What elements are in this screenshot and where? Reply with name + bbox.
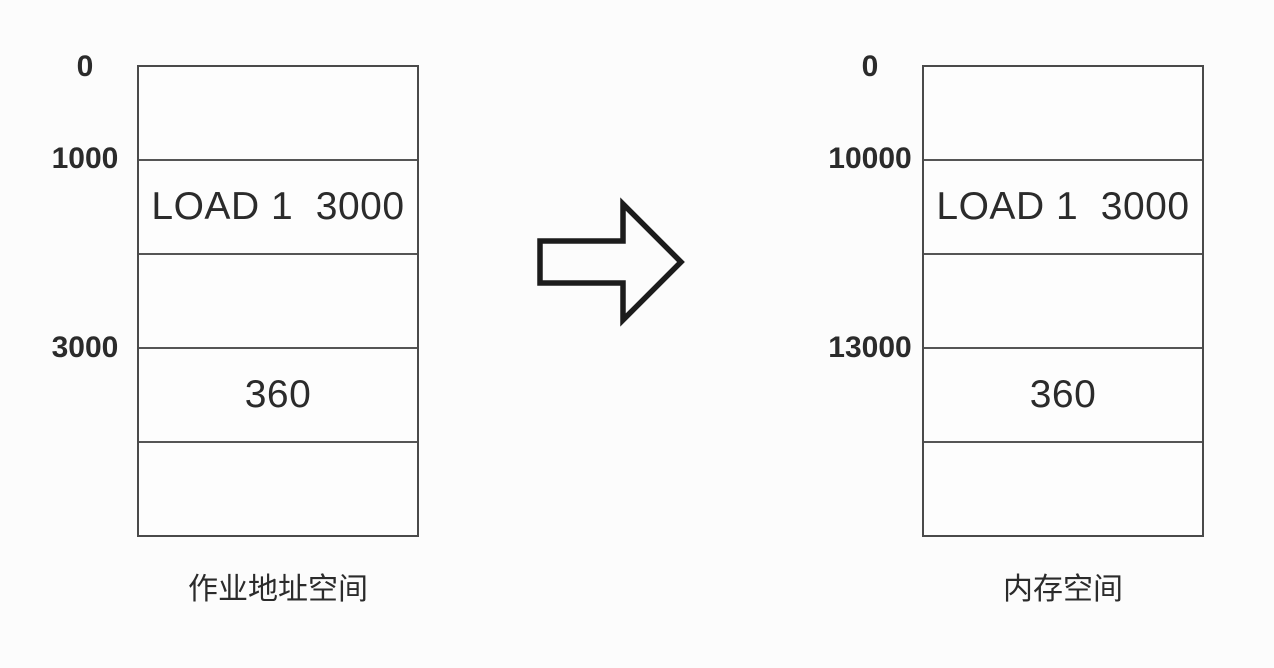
segment-text: LOAD 1 3000 [151,185,405,228]
memory-space-box: LOAD 1 3000 360 [922,65,1204,537]
address-label-13000: 13000 [828,331,912,364]
address-label-10000: 10000 [828,142,912,175]
address-label-0: 0 [861,50,879,83]
memory-segment [924,443,1202,535]
job-address-space-box: LOAD 1 3000 360 [137,65,419,537]
right-arrow-icon [533,196,693,328]
segment-text: 360 [244,373,312,416]
address-label-1000: 1000 [51,142,119,175]
address-label-3000: 3000 [51,331,119,364]
memory-segment [924,255,1202,349]
memory-segment-instruction: LOAD 1 3000 [924,161,1202,255]
memory-segment [139,443,417,535]
memory-segment-data: 360 [139,349,417,443]
memory-segment [139,67,417,161]
memory-segment [924,67,1202,161]
memory-segment-instruction: LOAD 1 3000 [139,161,417,255]
segment-text: LOAD 1 3000 [936,185,1190,228]
job-address-space-caption: 作业地址空间 [188,573,368,606]
address-label-0: 0 [76,50,94,83]
memory-space-caption: 内存空间 [1003,573,1123,606]
memory-segment [139,255,417,349]
segment-text: 360 [1029,373,1097,416]
memory-segment-data: 360 [924,349,1202,443]
